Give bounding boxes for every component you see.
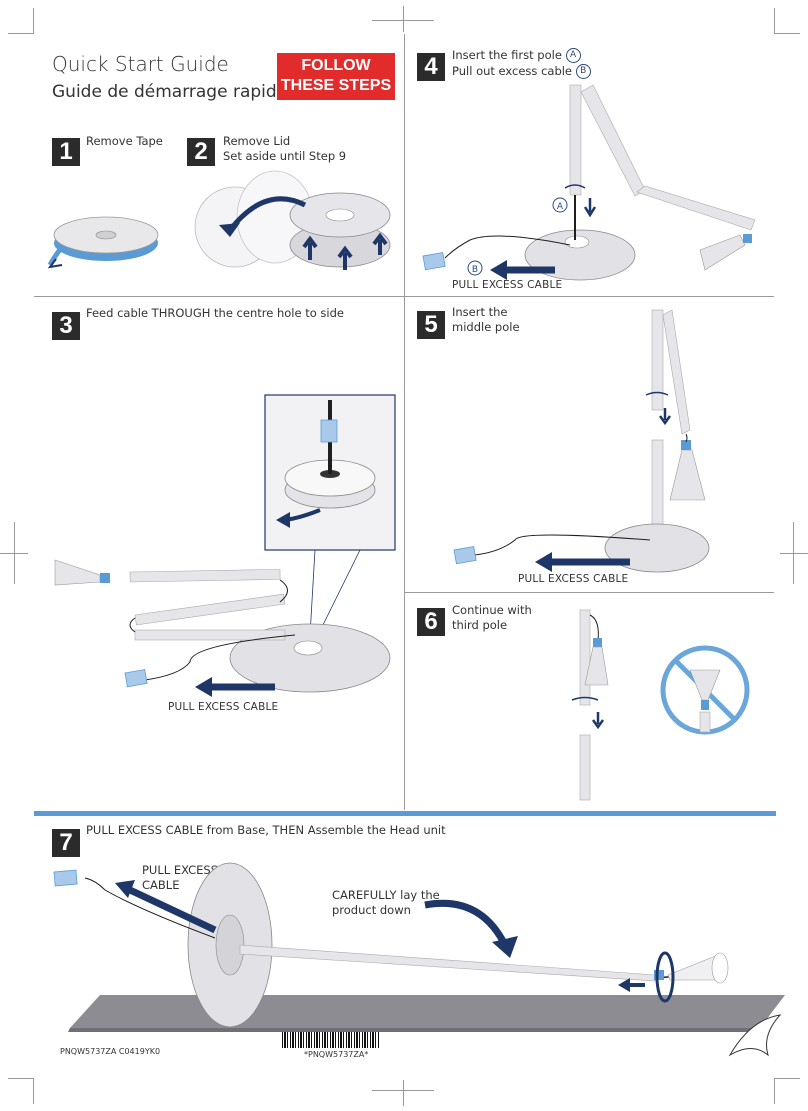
step-number: 3 (52, 312, 80, 340)
step-instruction: Pull out excess cable B (452, 64, 591, 79)
marker-b-icon: B (575, 64, 591, 79)
badge-line: FOLLOW (301, 57, 371, 74)
step-caption: product down (332, 903, 411, 917)
middle-pole-illustration (453, 309, 710, 573)
product-code: PNQW5737ZA C0419YK0 (60, 1047, 161, 1056)
row-divider (404, 592, 774, 593)
step-instruction: Remove Lid (223, 134, 291, 148)
step-instruction: Set aside until Step 9 (223, 149, 347, 163)
step-number: 2 (187, 138, 215, 166)
column-divider (404, 34, 405, 810)
third-pole-illustration (571, 609, 750, 801)
crop-mark (372, 1090, 434, 1091)
crop-mark (8, 33, 34, 34)
crop-mark (774, 33, 800, 34)
step-caption: PULL EXCESS CABLE (452, 279, 563, 291)
page-subtitle: Guide de démarrage rapide (52, 82, 288, 102)
crop-mark (372, 20, 434, 21)
badge-line: THESE STEPS (280, 77, 392, 94)
crop-mark (403, 1080, 404, 1106)
step-instruction: middle pole (452, 320, 520, 334)
step-number: 4 (417, 53, 445, 81)
follow-steps-badge: FOLLOW THESE STEPS (277, 53, 395, 100)
step-caption: PULL EXCESS (142, 863, 219, 877)
section-divider-blue (34, 811, 776, 816)
step-caption: PULL EXCESS CABLE (518, 573, 629, 585)
step-number: 1 (52, 138, 80, 166)
tape-roll-illustration (47, 216, 159, 269)
crop-mark (780, 553, 808, 554)
step-caption: CAREFULLY lay the (332, 888, 440, 902)
crop-mark (774, 1078, 775, 1104)
crop-mark (33, 1078, 34, 1104)
marker-a-label: A (557, 202, 564, 212)
marker-b-label: B (472, 265, 478, 275)
crop-mark (774, 8, 775, 34)
step-instruction: third pole (452, 618, 508, 632)
head-unit-illustration (53, 862, 785, 1057)
step-text: Pull out excess cable (452, 64, 573, 78)
crop-mark (33, 8, 34, 34)
feed-cable-illustration (54, 394, 396, 697)
crop-mark (8, 1078, 34, 1079)
remove-lid-illustration (194, 170, 391, 270)
row-divider (34, 296, 774, 297)
step-instruction: Insert the (452, 305, 508, 319)
barcode-text: *PNQW5737ZA* (304, 1050, 369, 1059)
barcode (282, 1032, 380, 1048)
crop-mark (793, 522, 794, 584)
step-caption: PULL EXCESS CABLE (168, 701, 279, 713)
step-instruction: PULL EXCESS CABLE from Base, THEN Assemb… (86, 823, 446, 837)
page-title: Quick Start Guide (52, 52, 229, 76)
crop-mark (403, 6, 404, 32)
step-instruction: Continue with (452, 603, 532, 617)
crop-mark (774, 1078, 800, 1079)
step-number: 7 (52, 829, 80, 857)
step-caption: CABLE (142, 878, 180, 892)
step-instruction: Insert the first pole A (452, 48, 581, 63)
step-number: 5 (417, 311, 445, 339)
step-text: Insert the first pole (452, 48, 562, 62)
marker-a-icon: A (565, 48, 581, 63)
first-pole-illustration: A B (422, 84, 756, 281)
crop-mark (14, 522, 15, 584)
step-instruction: Feed cable THROUGH the centre hole to si… (86, 306, 344, 320)
step-instruction: Remove Tape (86, 134, 163, 148)
step-number: 6 (417, 608, 445, 636)
